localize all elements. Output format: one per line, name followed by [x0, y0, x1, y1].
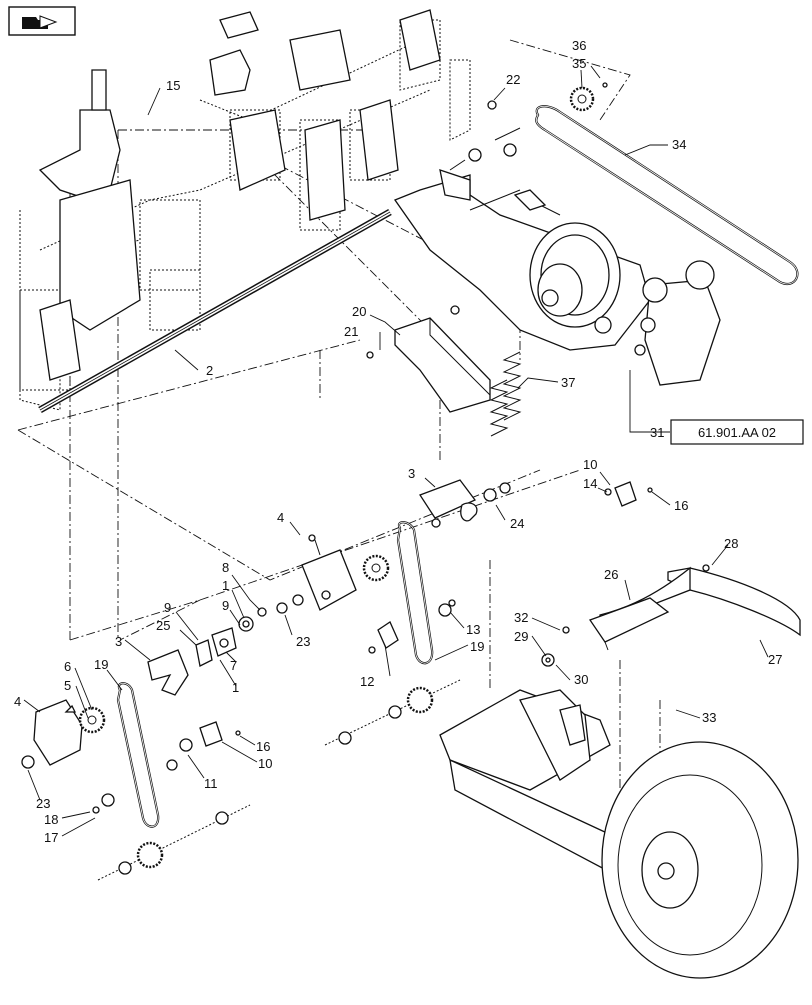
bracket-3-lower: [147, 649, 189, 696]
callout-13: 13: [466, 622, 480, 637]
callout-37: 37: [561, 375, 575, 390]
bracket-3-upper: [419, 479, 511, 528]
bracket-10-upper: [604, 481, 653, 507]
callout-35: 35: [572, 56, 586, 71]
gearbox-cover-4: [301, 534, 357, 611]
callout-32: 32: [514, 610, 528, 625]
callout-4-upper: 4: [277, 510, 284, 525]
bearing-flange-7: [211, 616, 254, 657]
callout-2: 2: [206, 363, 213, 378]
callout-24: 24: [510, 516, 524, 531]
callout-4-lower: 4: [14, 694, 21, 709]
hardware-8: [257, 594, 304, 617]
callout-1-lower: 1: [232, 680, 239, 695]
callout-3-lower: 3: [115, 634, 122, 649]
callout-36: 36: [572, 38, 586, 53]
callout-15: 15: [166, 78, 180, 93]
mount-26: [541, 564, 710, 667]
upper-hardware: [449, 82, 608, 171]
callout-28: 28: [724, 536, 738, 551]
callout-labels: 15 22 36 35 34 2 20 21 37 31 10 14 16 3 …: [14, 38, 782, 845]
folder-arrow-icon[interactable]: [8, 6, 76, 36]
callout-31: 31: [650, 425, 664, 440]
reference-link[interactable]: 61.901.AA 02: [670, 419, 804, 445]
sprocket-35: [569, 86, 595, 112]
callout-27: 27: [768, 652, 782, 667]
callout-9-right: 9: [222, 598, 229, 613]
callout-21: 21: [344, 324, 358, 339]
drive-chain-upper: [535, 105, 799, 285]
callout-1-upper: 1: [222, 578, 229, 593]
callout-8: 8: [222, 560, 229, 575]
callout-20: 20: [352, 304, 366, 319]
reference-label: 61.901.AA 02: [698, 425, 776, 440]
callout-9-left: 9: [164, 600, 171, 615]
meter-drive-assembly: [393, 169, 721, 386]
frame-solid-parts: [38, 9, 441, 381]
callout-18: 18: [44, 812, 58, 827]
callout-34: 34: [672, 137, 686, 152]
idler-13: [438, 599, 456, 617]
callout-23-lower: 23: [36, 796, 50, 811]
callout-19-right: 19: [470, 639, 484, 654]
callout-7: 7: [230, 658, 237, 673]
hex-shaft: [38, 208, 392, 414]
callout-26: 26: [604, 567, 618, 582]
callout-11: 11: [204, 776, 218, 791]
callout-19-left: 19: [94, 657, 108, 672]
callout-16-lower: 16: [256, 739, 270, 754]
sprocket-5: [78, 706, 106, 734]
sprocket-mid: [362, 554, 390, 582]
callout-16-upper: 16: [674, 498, 688, 513]
springs: [489, 351, 522, 437]
callout-5: 5: [64, 678, 71, 693]
gauge-wheel-assembly: [439, 689, 799, 979]
callout-25: 25: [156, 618, 170, 633]
callout-22: 22: [506, 72, 520, 87]
callout-14: 14: [583, 476, 597, 491]
idler-12: [368, 621, 399, 654]
callout-10-lower: 10: [258, 756, 272, 771]
leader-lines: [23, 65, 769, 837]
callout-23-upper: 23: [296, 634, 310, 649]
callout-29: 29: [514, 629, 528, 644]
chain-19-right: [396, 521, 434, 665]
callout-3-upper: 3: [408, 466, 415, 481]
bearing-25: [195, 639, 213, 667]
callout-17: 17: [44, 830, 58, 845]
gearbox-cover-4-lower: [21, 699, 83, 769]
bracket-10-lower: [166, 721, 241, 771]
callout-10-upper: 10: [583, 457, 597, 472]
callout-33: 33: [702, 710, 716, 725]
chain-19-left: [116, 682, 160, 828]
spring-bracket: [366, 305, 491, 413]
callout-30: 30: [574, 672, 588, 687]
callout-6: 6: [64, 659, 71, 674]
callout-12: 12: [360, 674, 374, 689]
lower-shaft-right: [324, 679, 461, 746]
lower-shaft-left: [92, 793, 251, 881]
